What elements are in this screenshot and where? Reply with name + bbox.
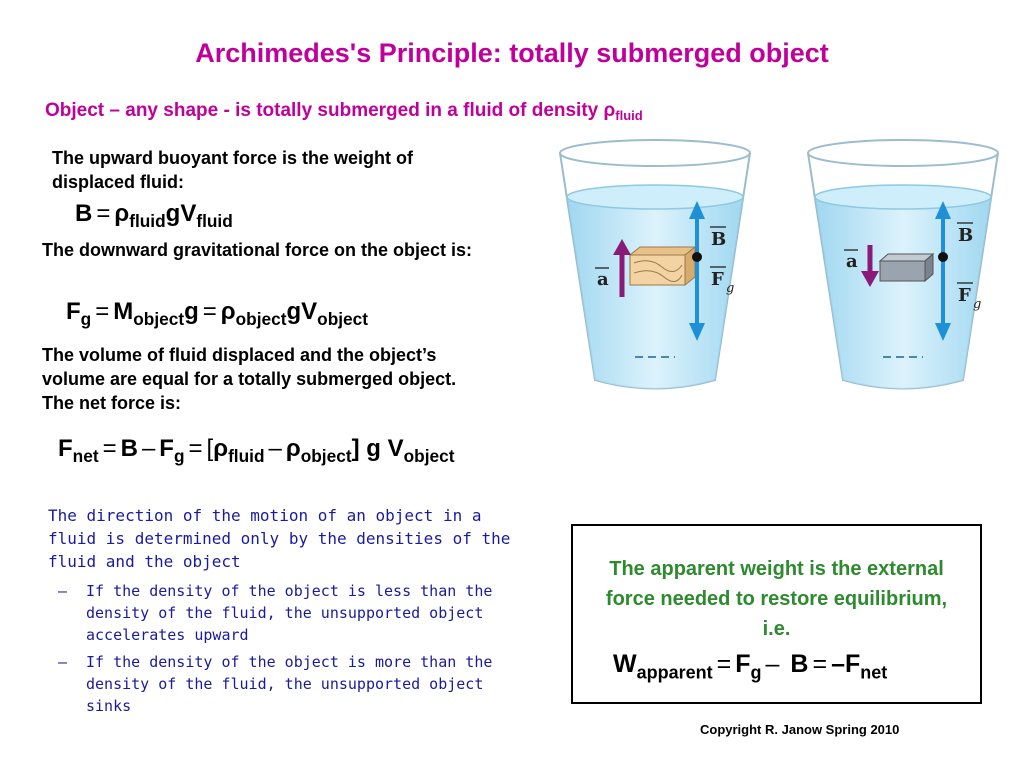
apparent-weight-text: The apparent weight is the external forc… <box>605 558 948 640</box>
slide-title: Archimedes's Principle: totally submerge… <box>195 38 829 68</box>
eq-symbol: g <box>184 298 199 325</box>
subtitle-subscript: fluid <box>615 108 643 123</box>
eq-subscript: g <box>80 309 92 330</box>
eq-symbol: ρ <box>114 200 130 227</box>
list-item: –If the density of the object is less th… <box>48 580 518 646</box>
label-b: B <box>958 225 973 246</box>
eq-operator: = <box>716 650 732 678</box>
label-a: a <box>846 251 858 272</box>
eq-operator: – <box>765 650 780 678</box>
eq-operator: – <box>141 435 156 462</box>
bullet-dash: – <box>58 582 68 600</box>
eq-subscript: net <box>72 446 99 467</box>
bullet-text: If the density of the object is less tha… <box>86 582 493 644</box>
direction-text: The direction of the motion of an object… <box>48 506 511 571</box>
list-item: –If the density of the object is more th… <box>48 651 518 717</box>
buoyant-equation: B=ρfluidgVfluid <box>75 200 233 232</box>
label-a: a <box>597 269 609 290</box>
apparent-weight-box: The apparent weight is the external forc… <box>571 524 982 704</box>
eq-subscript: object <box>235 309 287 330</box>
eq-subscript: net <box>860 662 888 683</box>
eq-symbol: F <box>66 298 81 325</box>
gravitational-equation: Fg=Mobjectg=ρobjectgVobject <box>66 298 368 330</box>
bullet-list: –If the density of the object is less th… <box>48 580 518 722</box>
slide-subtitle: Object – any shape - is totally submerge… <box>45 100 643 123</box>
eq-subscript: fluid <box>228 446 265 467</box>
bullet-dash: – <box>58 653 68 671</box>
eq-subscript: object <box>133 309 185 330</box>
volume-text: The volume of fluid displaced and the ob… <box>42 345 457 413</box>
eq-subscript: object <box>403 446 455 467</box>
eq-bracket: ] <box>351 435 360 462</box>
eq-symbol: ρ <box>220 298 236 325</box>
eq-symbol: F <box>159 435 174 462</box>
eq-subscript: fluid <box>129 211 166 232</box>
apparent-weight-equation: Wapparent=Fg– B=–Fnet <box>613 650 887 683</box>
eq-symbol: B <box>790 650 809 678</box>
center-dot <box>692 252 702 262</box>
eq-subscript: apparent <box>636 662 713 683</box>
rho-symbol: ρ <box>603 100 616 121</box>
net-force-equation: Fnet=B–Fg=[ρfluid–ρobject] g Vobject <box>58 435 454 467</box>
wood-block <box>628 245 697 287</box>
eq-subscript: g <box>173 446 185 467</box>
copyright: Copyright R. Janow Spring 2010 <box>700 722 900 737</box>
eq-operator: = <box>202 298 217 325</box>
label-f: F <box>958 285 971 306</box>
label-f: F <box>711 269 724 290</box>
eq-symbol: F <box>58 435 73 462</box>
eq-symbol: g <box>366 435 381 462</box>
eq-operator: – <box>831 650 845 678</box>
beakers-figure: a B F g a B <box>559 139 999 390</box>
water <box>815 197 991 389</box>
eq-symbol: ρ <box>213 435 229 462</box>
water <box>567 197 743 389</box>
metal-block <box>878 252 935 283</box>
eq-subscript: object <box>317 309 369 330</box>
center-dot <box>938 252 948 262</box>
eq-operator: – <box>268 435 282 462</box>
eq-operator: = <box>102 435 117 462</box>
eq-subscript: object <box>300 446 352 467</box>
eq-subscript: g <box>750 662 762 683</box>
eq-symbol: V <box>387 435 404 462</box>
bullet-text: If the density of the object is more tha… <box>86 653 493 715</box>
left-beaker: a B F g <box>559 139 751 390</box>
gravitational-text: The downward gravitational force on the … <box>42 240 473 260</box>
buoyant-text: The upward buoyant force is the weight o… <box>52 148 414 192</box>
label-g: g <box>973 297 981 312</box>
eq-operator: = <box>96 200 111 227</box>
subtitle-text: Object – any shape - is totally submerge… <box>45 100 604 121</box>
eq-symbol: F <box>735 650 751 678</box>
eq-operator: = <box>812 650 828 678</box>
eq-bracket: [ <box>206 435 214 462</box>
eq-symbol: B <box>75 200 93 227</box>
eq-operator: = <box>95 298 110 325</box>
eq-symbol: F <box>844 650 861 678</box>
eq-operator: = <box>188 435 203 462</box>
eq-symbol: W <box>613 650 637 678</box>
eq-subscript: fluid <box>196 211 233 232</box>
eq-symbol: gV <box>165 200 197 227</box>
eq-symbol: gV <box>286 298 318 325</box>
label-b: B <box>711 229 726 250</box>
right-beaker: a B F g <box>807 139 999 390</box>
eq-symbol: M <box>113 298 134 325</box>
eq-symbol: B <box>120 435 138 462</box>
eq-symbol: ρ <box>285 435 301 462</box>
label-g: g <box>726 281 734 296</box>
